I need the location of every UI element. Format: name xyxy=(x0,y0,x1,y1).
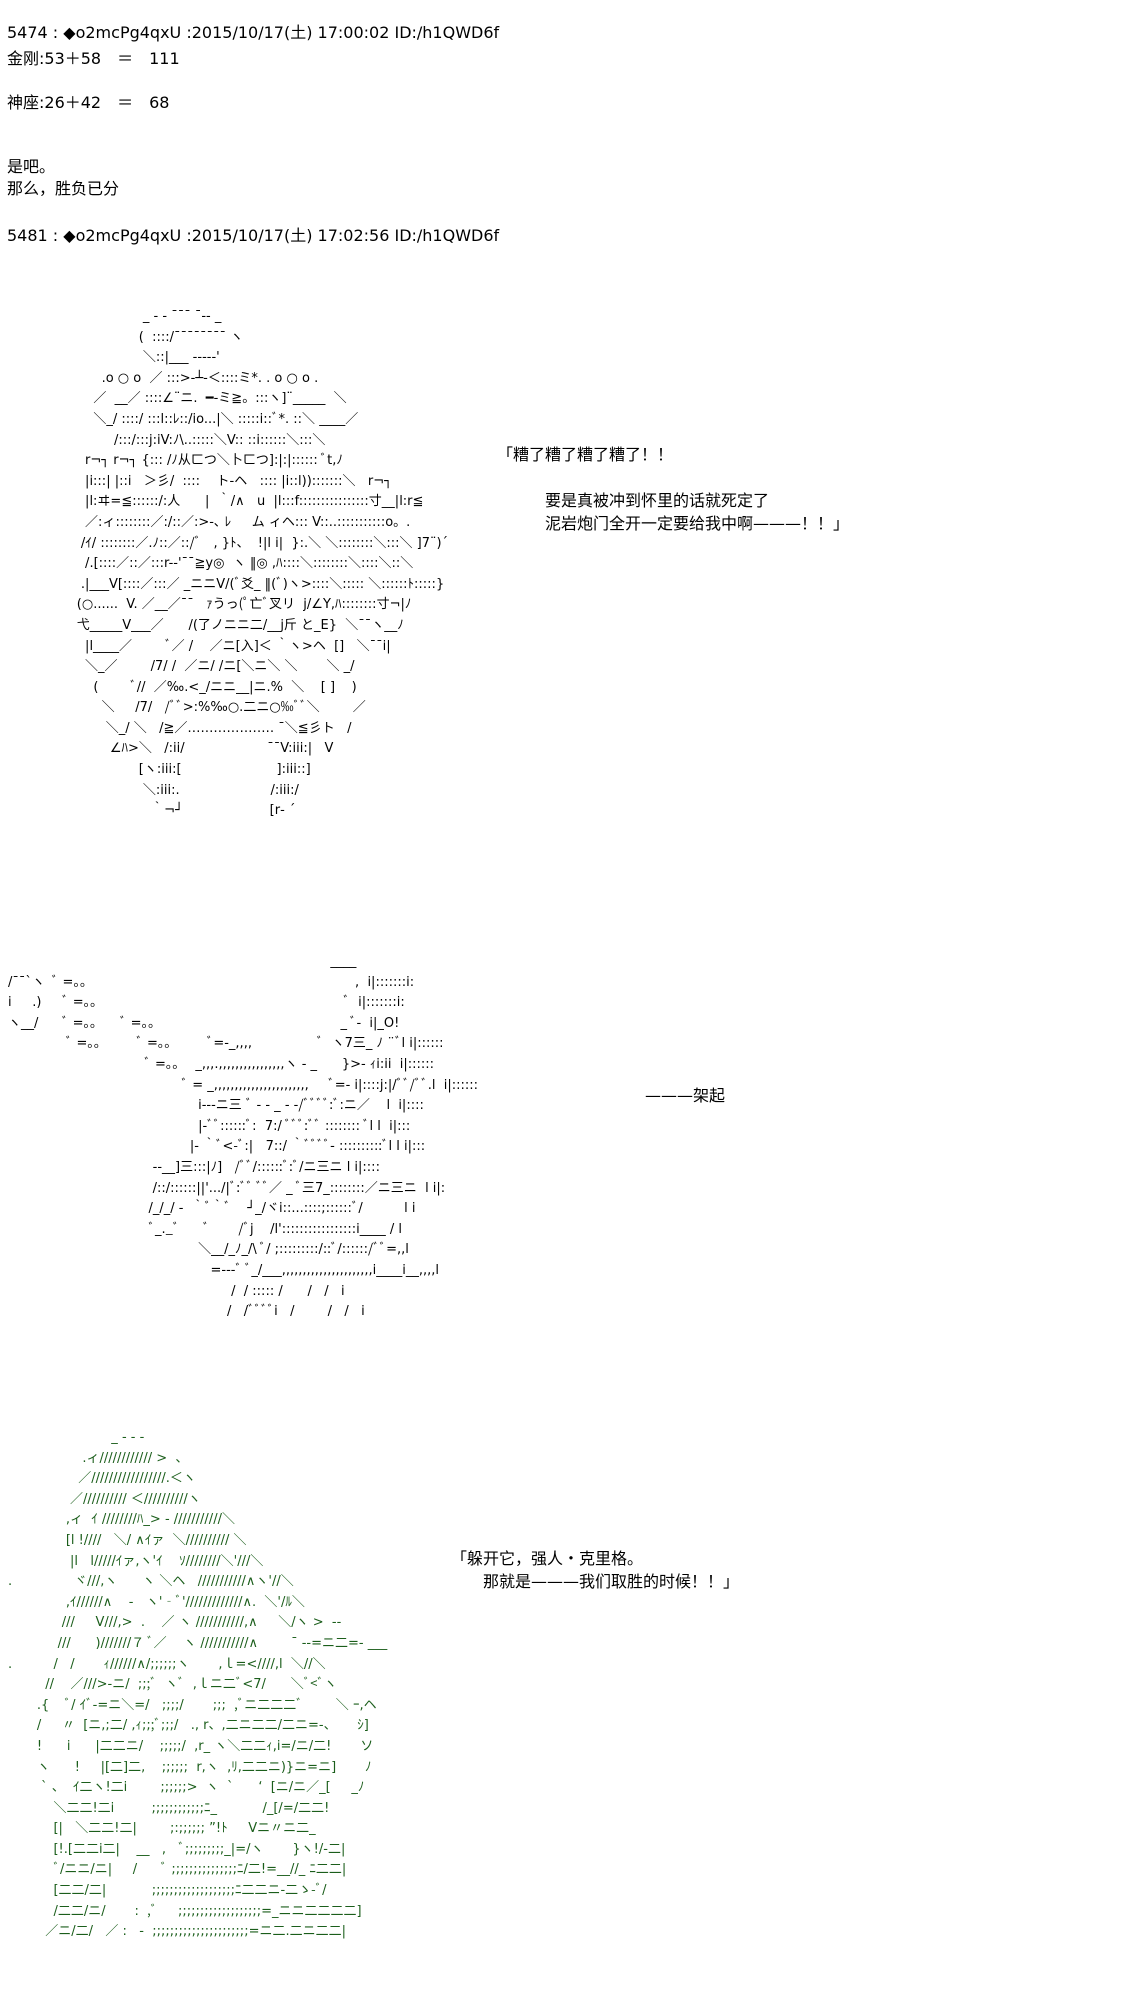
ascii-art-character: _ ‐ ‐ ‐ .ィ//////////// > 、 ／////////////… xyxy=(8,1430,388,1940)
post-line: 金刚:53＋58 ＝ 111 xyxy=(7,49,180,68)
post-line: 神座:26＋42 ＝ 68 xyxy=(7,93,170,112)
post-line: 那么，胜负已分 xyxy=(7,179,120,198)
post-header: 5474 : ◆o2mcPg4qxU :2015/10/17(土) 17:00:… xyxy=(7,23,500,42)
speech-line: 泥岩炮门全开一定要给我中啊———！！」 xyxy=(497,514,850,533)
dash-caption: ———架起 xyxy=(645,1086,726,1105)
speech-line: 「躲开它，强人・克里格。 xyxy=(451,1549,644,1568)
speech-line: 那就是———我们取胜的时候！！」 xyxy=(451,1572,740,1591)
speech-line: 要是真被冲到怀里的话就死定了 xyxy=(497,491,770,510)
ascii-art-ship-figure: _ - ‐ ¯¯¯ ¯‐- _ ( ::::/¯¯¯¯¯¯¯¯ ヽ ＼::|__… xyxy=(76,309,449,819)
post-header: 5481 : ◆o2mcPg4qxU :2015/10/17(土) 17:02:… xyxy=(7,226,500,245)
speech-line: 「糟了糟了糟了糟了！！ xyxy=(497,445,674,464)
ascii-art-cannon: ____ /¯¯`ヽ ﾞ =｡｡ , i|:::::::i: i .) ﾞ =｡… xyxy=(8,954,479,1320)
post-line: 是吧。 xyxy=(7,157,56,176)
